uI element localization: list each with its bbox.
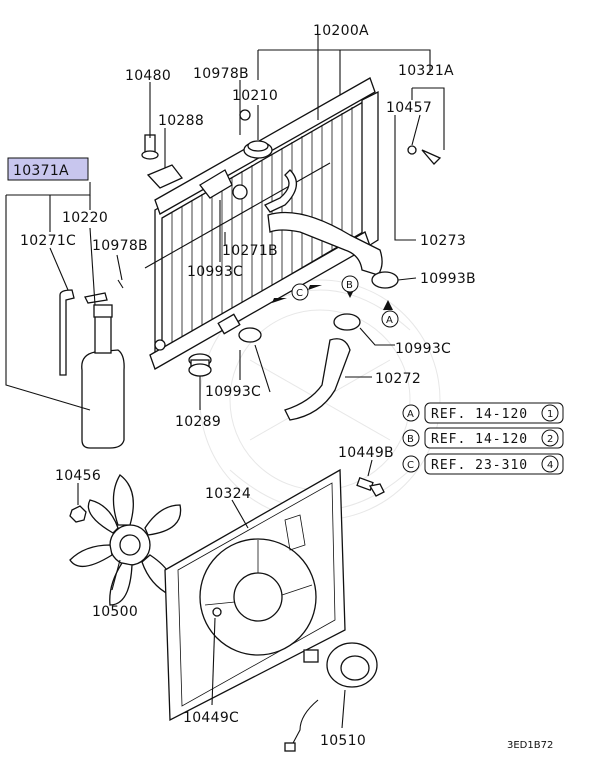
- svg-text:REF. 14-120: REF. 14-120: [431, 432, 528, 447]
- highlight-box: [7, 157, 89, 181]
- hose-clamp-10993C: [232, 184, 248, 200]
- filler-neck: [199, 169, 233, 199]
- label-10272: 10272: [375, 371, 421, 387]
- nut-10456: [69, 505, 87, 523]
- label-10449B: 10449B: [338, 445, 394, 461]
- part-number-labels: 10200A 10480 10978B 10210 10321A 10457 1…: [7, 23, 476, 749]
- hose-clip-10457: [407, 145, 442, 165]
- ref-row-C: C REF. 23-310 4: [402, 453, 564, 475]
- bolt-10449B: [356, 477, 385, 497]
- label-10220: 10220: [62, 210, 108, 226]
- overflow-hose: [264, 169, 297, 213]
- flow-marker-A: A: [381, 310, 399, 328]
- svg-text:REF. 14-120: REF. 14-120: [431, 407, 528, 422]
- label-10200A: 10200A: [313, 23, 369, 39]
- label-10456: 10456: [55, 468, 101, 484]
- svg-text:A: A: [386, 315, 393, 326]
- label-10288: 10288: [158, 113, 204, 129]
- mounting-bracket: [141, 134, 184, 189]
- leader-lines: [5, 35, 445, 729]
- reservoir-tank: [59, 279, 125, 449]
- label-10271C: 10271C: [20, 233, 76, 249]
- label-10978B-top: 10978B: [193, 66, 249, 82]
- hose-clamp-10993B: [371, 271, 399, 289]
- label-10210: 10210: [232, 88, 278, 104]
- label-10324: 10324: [205, 486, 251, 502]
- reference-legend: A REF. 14-120 1 B REF. 14-120 2 C REF. 2…: [402, 402, 564, 475]
- cooling-fan: [69, 474, 182, 606]
- label-10457: 10457: [386, 100, 432, 116]
- label-10500: 10500: [92, 604, 138, 620]
- lower-hose: [284, 338, 351, 421]
- flow-marker-C: C: [291, 283, 309, 301]
- label-10993C-top: 10993C: [187, 264, 243, 280]
- label-10993C-right: 10993C: [395, 341, 451, 357]
- label-10993B: 10993B: [420, 271, 476, 287]
- svg-text:A: A: [407, 409, 414, 420]
- svg-text:C: C: [407, 460, 414, 471]
- label-10273: 10273: [420, 233, 466, 249]
- ref-row-B: B REF. 14-120 2: [402, 427, 564, 449]
- fan-shroud: [164, 468, 346, 722]
- grommet-10289: [188, 353, 212, 377]
- hose-clamp-10993C-right: [333, 313, 361, 331]
- svg-text:1: 1: [547, 409, 553, 420]
- label-10978B-left: 10978B: [92, 238, 148, 254]
- svg-text:B: B: [346, 280, 353, 291]
- ref-row-A: A REF. 14-120 1: [402, 402, 564, 424]
- radiator-cap: [243, 140, 273, 159]
- svg-text:REF. 23-310: REF. 23-310: [431, 458, 528, 473]
- svg-text:2: 2: [547, 434, 553, 445]
- label-10371A: 10371A: [13, 163, 69, 179]
- label-10449C: 10449C: [183, 710, 239, 726]
- fan-motor: [284, 642, 378, 752]
- label-10480: 10480: [125, 68, 171, 84]
- svg-text:B: B: [407, 434, 414, 445]
- label-10271B: 10271B: [222, 243, 278, 259]
- label-10993C-mid: 10993C: [205, 384, 261, 400]
- diagram-code: 3ED1B72: [507, 740, 553, 751]
- label-10289: 10289: [175, 414, 221, 430]
- flow-marker-B: B: [341, 275, 359, 293]
- label-10510: 10510: [320, 733, 366, 749]
- hose-clamp-10993C-mid: [238, 327, 262, 343]
- svg-text:C: C: [296, 288, 303, 299]
- label-10321A: 10321A: [398, 63, 454, 79]
- svg-text:4: 4: [547, 460, 553, 471]
